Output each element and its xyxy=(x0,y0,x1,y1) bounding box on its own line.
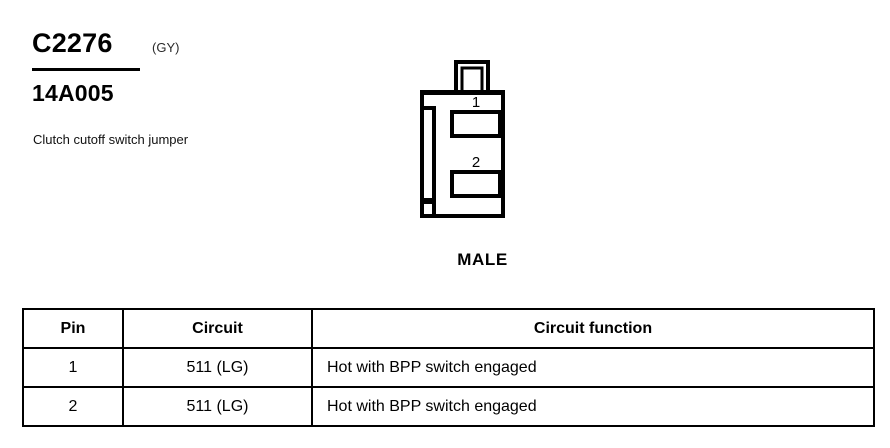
cell-pin: 2 xyxy=(22,386,124,427)
connector-id-row: C2276 (GY) xyxy=(32,28,292,62)
connector-color-code: (GY) xyxy=(152,40,180,55)
pin-assignment-table: Pin Circuit Circuit function 1 511 (LG) … xyxy=(22,308,875,427)
cell-function: Hot with BPP switch engaged xyxy=(311,347,875,388)
pin-number-2: 2 xyxy=(472,154,480,171)
table-row: 1 511 (LG) Hot with BPP switch engaged xyxy=(22,347,875,388)
connector-id: C2276 xyxy=(32,28,113,58)
connector-description: Clutch cutoff switch jumper xyxy=(33,132,189,147)
table-header-row: Pin Circuit Circuit function xyxy=(22,308,875,349)
column-header-function: Circuit function xyxy=(311,308,875,349)
connector-body-edges xyxy=(420,91,505,218)
cell-pin: 1 xyxy=(22,347,124,388)
pin-cavity-2 xyxy=(450,170,502,198)
cell-circuit: 511 (LG) xyxy=(122,386,313,427)
cell-function: Hot with BPP switch engaged xyxy=(311,386,875,427)
table-row: 2 511 (LG) Hot with BPP switch engaged xyxy=(22,386,875,427)
pin-number-1: 1 xyxy=(472,94,480,111)
column-header-circuit: Circuit xyxy=(122,308,313,349)
connector-latch-tab xyxy=(454,60,490,94)
pin-cavity-1 xyxy=(450,110,502,138)
connector-view-label: MALE xyxy=(457,250,508,269)
cell-circuit: 511 (LG) xyxy=(122,347,313,388)
part-number: 14A005 xyxy=(32,80,114,106)
id-underline-rule xyxy=(32,68,140,71)
column-header-pin: Pin xyxy=(22,308,124,349)
connector-id-block: C2276 (GY) xyxy=(32,28,292,62)
connector-drawing: 1 2 xyxy=(420,60,505,218)
connector-illustration: 1 2 MALE xyxy=(410,55,590,270)
